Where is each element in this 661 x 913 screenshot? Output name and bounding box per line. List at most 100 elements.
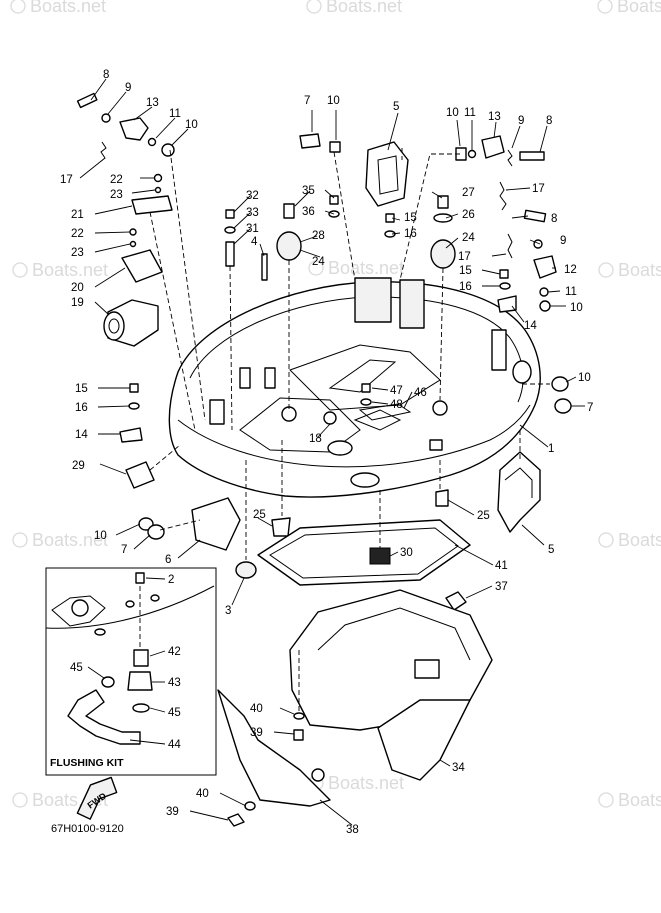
callout-8-right-lower: 8 [551, 213, 557, 225]
callout-45-right: 45 [168, 707, 181, 719]
callout-14-right: 14 [524, 320, 537, 332]
inset-leader-lines [87, 577, 166, 745]
callout-13-right: 13 [488, 111, 501, 123]
callout-34: 34 [452, 762, 465, 774]
callout-24-left: 24 [312, 256, 325, 268]
callout-19: 19 [71, 297, 84, 309]
svg-text:Boats.net: Boats.net [618, 530, 661, 550]
callout-33: 33 [246, 207, 259, 219]
drawing-code: 67H0100-9120 [51, 823, 124, 835]
callout-11-right: 11 [464, 107, 476, 119]
callout-11-right-lower: 11 [565, 286, 577, 298]
svg-text:Boats.net: Boats.net [328, 258, 404, 278]
watermark-right-low: Boats.net [598, 790, 661, 810]
callout-10-right: 10 [446, 107, 459, 119]
leader-lines [79, 78, 585, 826]
callout-30: 30 [400, 547, 413, 559]
svg-text:Boats.net: Boats.net [32, 530, 108, 550]
callout-10-right-lower: 10 [570, 302, 583, 314]
lower-cowling-part-34 [289, 589, 493, 781]
svg-text:Boats.net: Boats.net [32, 260, 108, 280]
callout-17-right: 17 [532, 183, 545, 195]
callout-7-side: 7 [587, 402, 593, 414]
callout-22: 22 [110, 174, 123, 186]
svg-text:Boats.net: Boats.net [326, 0, 402, 16]
callout-46: 46 [414, 387, 427, 399]
callout-8-right: 8 [546, 115, 552, 127]
solenoid-part-19 [103, 299, 159, 347]
callout-27: 27 [462, 187, 475, 199]
assembly-dashed-lines [149, 148, 550, 712]
seal-part-41 [257, 519, 471, 586]
callout-10-side: 10 [578, 372, 591, 384]
watermark-top-right: Boats.net [597, 0, 661, 16]
callout-44: 44 [168, 739, 181, 751]
flushing-kit-title: FLUSHING KIT [50, 757, 124, 769]
callout-2: 2 [168, 574, 174, 586]
grommet-part-30 [369, 547, 391, 565]
callout-21: 21 [71, 209, 84, 221]
right-side-grommets [551, 376, 572, 414]
callout-43: 43 [168, 677, 181, 689]
callout-9-right-lower: 9 [560, 235, 566, 247]
watermark-left-upper: Boats.net [12, 260, 108, 280]
callout-20: 20 [71, 282, 84, 294]
callout-7-left-lower: 7 [121, 544, 127, 556]
callout-48: 48 [390, 399, 403, 411]
watermark-center: Boats.net [308, 258, 404, 278]
bottom-cowling-part-1 [168, 277, 541, 498]
callout-29: 29 [72, 460, 85, 472]
callout-9-right: 9 [518, 115, 524, 127]
callout-22-lower: 22 [71, 228, 84, 240]
callout-14-left: 14 [75, 429, 88, 441]
watermark-left-mid: Boats.net [12, 530, 108, 550]
callout-16-left: 16 [75, 402, 88, 414]
callout-15-left: 15 [75, 383, 88, 395]
callout-5-top: 5 [393, 101, 399, 113]
callout-24-right: 24 [462, 232, 475, 244]
callout-40-lower: 40 [196, 788, 209, 800]
fasteners-39-40 [227, 712, 305, 827]
watermark-top-mid: Boats.net [306, 0, 402, 16]
left-lower-small-parts [119, 383, 241, 551]
callout-7-top: 7 [304, 95, 310, 107]
callout-5-lower: 5 [548, 544, 554, 556]
callout-13: 13 [146, 97, 159, 109]
callout-28: 28 [312, 230, 325, 242]
callout-35: 35 [302, 185, 315, 197]
watermark-right-upper: Boats.net [598, 260, 661, 280]
callout-38: 38 [346, 824, 359, 836]
callout-11: 11 [169, 108, 181, 120]
callout-6: 6 [165, 554, 171, 566]
callout-25-right: 25 [477, 510, 490, 522]
callout-10-top: 10 [327, 95, 340, 107]
callout-31: 31 [246, 223, 259, 235]
clip-part-37 [445, 591, 467, 611]
callout-39-lower: 39 [166, 806, 179, 818]
svg-text:Boats.net: Boats.net [328, 773, 404, 793]
callout-41: 41 [495, 560, 508, 572]
watermark-top-left: Boats.net [10, 0, 106, 16]
callout-18: 18 [309, 433, 322, 445]
callout-16-center: 16 [404, 228, 417, 240]
callout-15-right: 15 [459, 265, 472, 277]
svg-text:Boats.net: Boats.net [618, 260, 661, 280]
callout-26: 26 [462, 209, 475, 221]
callout-17-right-lower: 17 [458, 251, 471, 263]
lower-panel-part-38 [217, 689, 331, 807]
callout-40-upper: 40 [250, 703, 263, 715]
svg-text:Boats.net: Boats.net [618, 790, 661, 810]
callout-37: 37 [495, 581, 508, 593]
callout-39-upper: 39 [250, 727, 263, 739]
svg-text:Boats.net: Boats.net [617, 0, 661, 16]
callout-45-left: 45 [70, 662, 83, 674]
lever-part-5 [497, 451, 541, 533]
bracket-assembly-21-20 [121, 173, 173, 283]
callout-15-center: 15 [404, 212, 417, 224]
callout-17: 17 [60, 174, 73, 186]
callout-23-lower: 23 [71, 247, 84, 259]
svg-text:Boats.net: Boats.net [30, 0, 106, 16]
callout-32: 32 [246, 190, 259, 202]
callout-9: 9 [125, 82, 131, 94]
